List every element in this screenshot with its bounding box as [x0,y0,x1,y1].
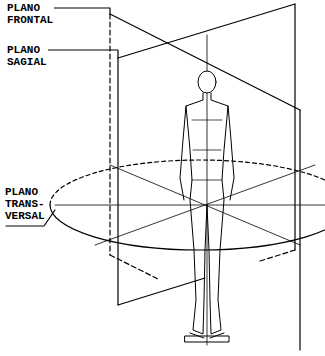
plane-label: PLANO FRONTAL [6,2,54,26]
sagittal-plane [118,4,295,305]
transversal-plane-back [50,160,325,205]
human-figure [180,71,234,342]
plane-label: PLANO TRANS-VERSAL [4,186,46,222]
plane-label: PLANO SAGIAL [6,44,48,68]
frontal-plane [110,14,300,350]
